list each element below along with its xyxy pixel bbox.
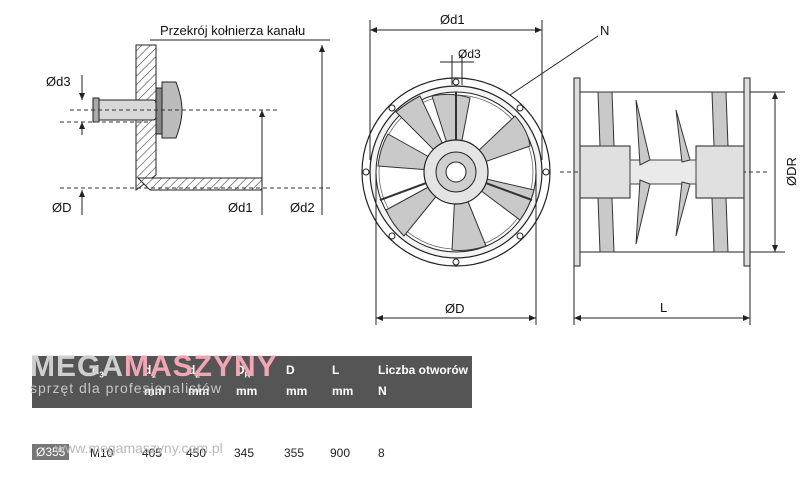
header-d3: d3 [92,363,104,380]
dim-D-bottom: ØD [445,301,465,316]
dim-d3-top: Ød3 [458,47,481,61]
dim-DR-right: ØDR [784,157,799,186]
label-N: N [600,23,609,38]
cell-size: Ø355 [32,444,70,460]
dim-d2-mid: Ød2 [290,200,315,215]
section-title: Przekrój kołnierza kanału [160,23,305,38]
fan-side-view: ØDR L [560,77,799,325]
dim-D-left: ØD [52,200,72,215]
dim-d1-top: Ød1 [440,12,465,27]
fan-front-view: Ød1 Ød3 N [361,12,609,325]
dim-d3-left: Ød3 [46,74,71,89]
cell-D: 355 [284,446,305,460]
dim-d1-mid: Ød1 [228,200,253,215]
flange-section-view: Przekrój kołnierza kanału Ød3 ØD Ød1 [46,23,330,215]
watermark-url: www.megamaszyny.com.pl [55,440,223,456]
cell-d3: M10 [90,446,114,460]
cell-d2: 450 [186,446,207,460]
cell-L: 900 [330,446,351,460]
cell-DR: 345 [234,446,255,460]
cell-holes: 8 [378,446,385,460]
cell-d1: 405 [142,446,163,460]
table-row: Ø355 M10 405 450 345 355 900 8 [32,442,472,464]
dim-L-bottom: L [660,300,667,315]
